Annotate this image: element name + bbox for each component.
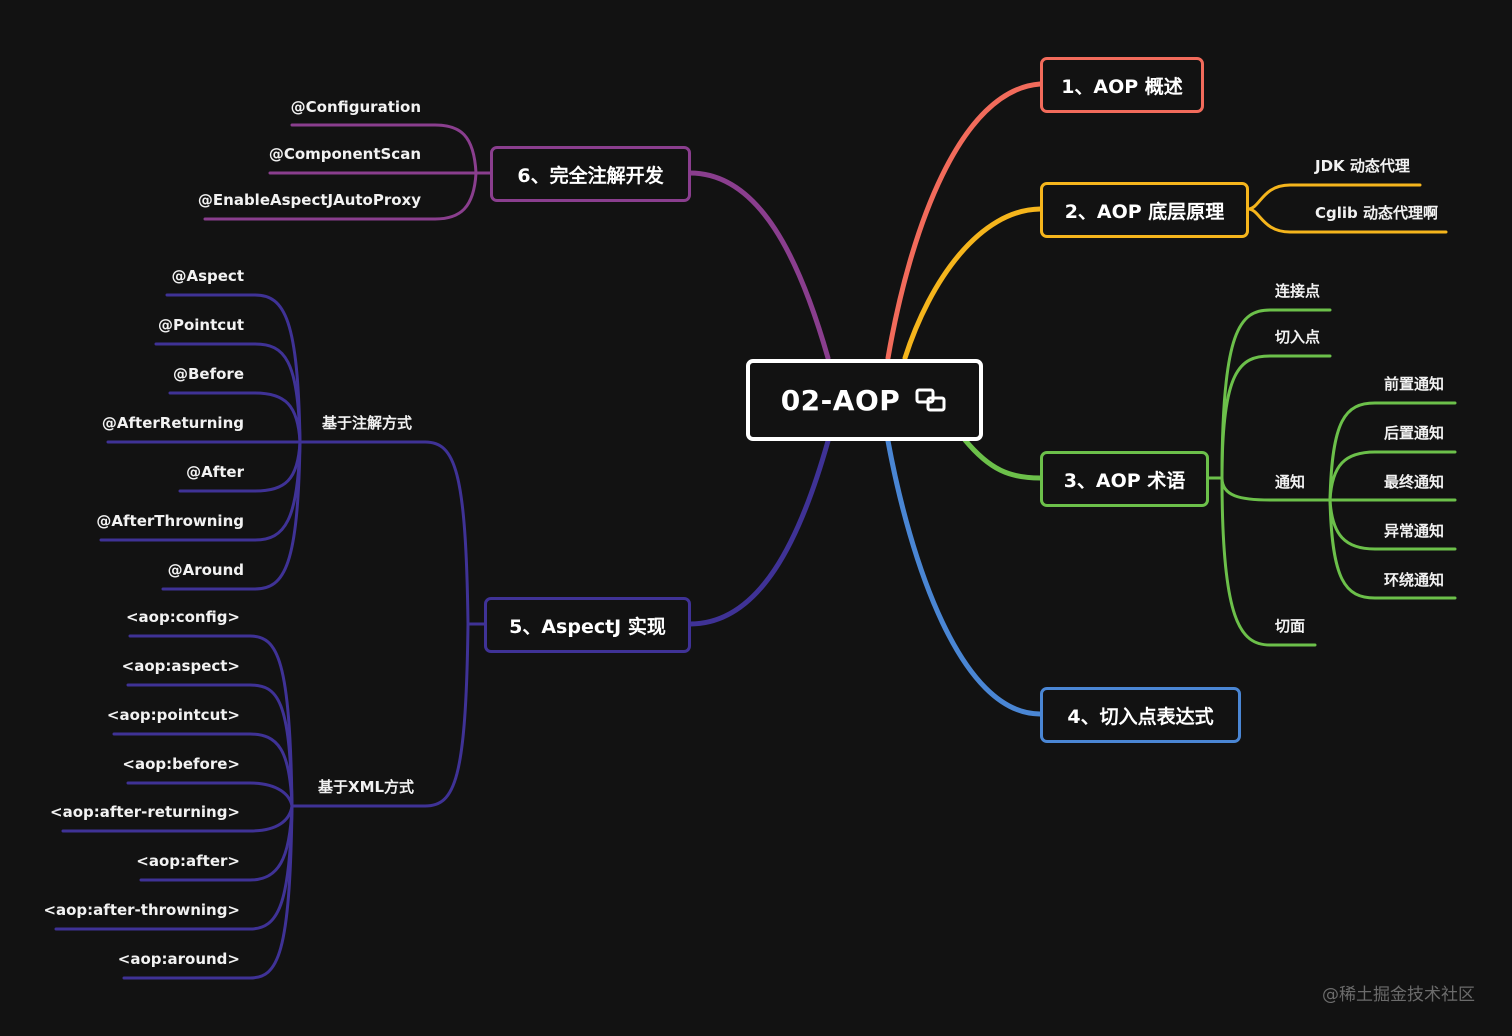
b5-child-connectors — [54, 293, 486, 980]
leaf-joinpoint[interactable]: 连接点 — [1275, 282, 1321, 300]
leaf-before-advice[interactable]: 前置通知 — [1384, 375, 1445, 393]
leaf-at-pointcut[interactable]: @Pointcut — [157, 316, 244, 334]
watermark: @稀土掘金技术社区 — [1322, 985, 1475, 1005]
leaf-at-around[interactable]: @Around — [167, 561, 244, 579]
leaf-at-after[interactable]: @After — [186, 463, 244, 481]
connector-b3 — [962, 437, 1043, 481]
leaf-at-before[interactable]: @Before — [172, 365, 244, 383]
connector-b2 — [902, 206, 1043, 361]
leaf-componentscan[interactable]: @ComponentScan — [268, 145, 421, 163]
leaf-advice[interactable]: 通知 — [1275, 473, 1306, 491]
branch-label: 5、AspectJ 实现 — [509, 615, 666, 638]
leaf-around-advice[interactable]: 环绕通知 — [1384, 571, 1445, 589]
leaf-aop-around[interactable]: <aop:around> — [117, 950, 240, 968]
leaf-aop-before[interactable]: <aop:before> — [122, 755, 240, 773]
leaf-aop-after-throwning[interactable]: <aop:after-throwning> — [43, 901, 240, 919]
leaf-pointcut[interactable]: 切入点 — [1275, 328, 1321, 346]
branch-label: 4、切入点表达式 — [1067, 705, 1214, 728]
connector-b5 — [687, 438, 831, 627]
branch-label: 3、AOP 术语 — [1063, 469, 1186, 492]
branch-label: 6、完全注解开发 — [517, 164, 664, 187]
b2-child-connectors — [1246, 183, 1448, 234]
copy-link-icon[interactable] — [914, 387, 948, 413]
leaf-configuration[interactable]: @Configuration — [290, 98, 421, 116]
b6-child-connectors — [203, 123, 492, 221]
leaf-cglib-proxy[interactable]: Cglib 动态代理啊 — [1315, 204, 1438, 222]
branch-label: 1、AOP 概述 — [1061, 75, 1183, 98]
leaf-exception-advice[interactable]: 异常通知 — [1384, 522, 1445, 540]
leaf-aspect[interactable]: 切面 — [1275, 617, 1306, 635]
leaf-at-afterreturning[interactable]: @AfterReturning — [101, 414, 244, 432]
leaf-aop-config[interactable]: <aop:config> — [125, 608, 240, 626]
connector-b4 — [885, 438, 1043, 717]
leaf-at-afterthrowning[interactable]: @AfterThrowning — [96, 512, 244, 530]
branch-aop-overview[interactable]: 1、AOP 概述 — [1040, 57, 1204, 113]
b3-child-connectors — [1206, 308, 1457, 647]
leaf-aop-aspect[interactable]: <aop:aspect> — [121, 657, 240, 675]
leaf-enableaspectj[interactable]: @EnableAspectJAutoProxy — [197, 191, 421, 209]
branch-label: 2、AOP 底层原理 — [1064, 200, 1225, 223]
connector-b6 — [687, 170, 831, 361]
leaf-aop-pointcut[interactable]: <aop:pointcut> — [106, 706, 240, 724]
group-annotation-label[interactable]: 基于注解方式 — [322, 414, 413, 432]
root-node[interactable]: 02-AOP — [746, 359, 983, 441]
branch-pointcut-expression[interactable]: 4、切入点表达式 — [1040, 687, 1241, 743]
leaf-at-aspect[interactable]: @Aspect — [171, 267, 244, 285]
branch-aspectj-impl[interactable]: 5、AspectJ 实现 — [484, 597, 691, 653]
branch-aop-principle[interactable]: 2、AOP 底层原理 — [1040, 182, 1249, 238]
connector-b1 — [885, 81, 1043, 361]
root-title: 02-AOP — [780, 383, 901, 417]
branch-aop-terms[interactable]: 3、AOP 术语 — [1040, 451, 1209, 507]
leaf-jdk-proxy[interactable]: JDK 动态代理 — [1315, 157, 1410, 175]
leaf-final-advice[interactable]: 最终通知 — [1384, 473, 1445, 491]
group-xml-label[interactable]: 基于XML方式 — [318, 778, 415, 796]
leaf-aop-after[interactable]: <aop:after> — [136, 852, 240, 870]
leaf-aop-after-returning[interactable]: <aop:after-returning> — [50, 803, 240, 821]
branch-full-annotation[interactable]: 6、完全注解开发 — [490, 146, 691, 202]
leaf-after-returning-advice[interactable]: 后置通知 — [1384, 424, 1445, 442]
